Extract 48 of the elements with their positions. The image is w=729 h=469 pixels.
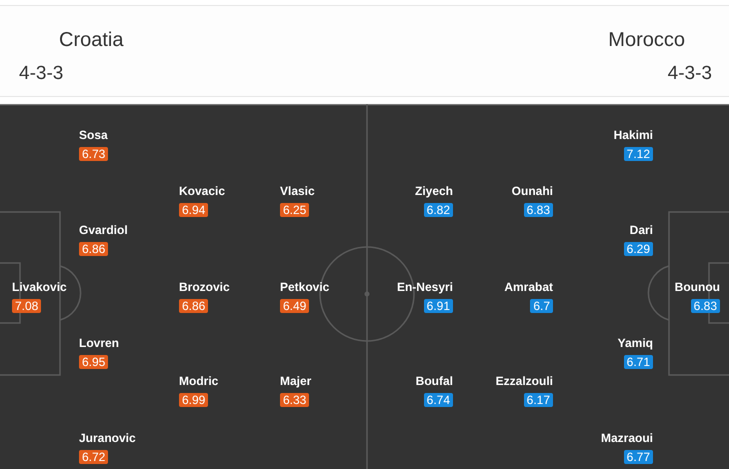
player-name: En-Nesyri [396, 279, 453, 295]
team-name: Morocco [608, 28, 685, 52]
player-name: Majer [280, 373, 312, 389]
player-name: Boufal [416, 373, 453, 389]
player-name: Dari [630, 222, 653, 238]
rating-badge: 6.71 [624, 355, 653, 369]
rating-badge: 6.25 [280, 203, 310, 217]
formation-label: 4-3-3 [19, 62, 64, 86]
rating-badge: 6.95 [79, 355, 108, 369]
player-name: Bounou [674, 279, 720, 295]
rating-badge: 6.83 [690, 299, 720, 313]
player-name: Ounahi [512, 183, 553, 199]
formation-label: 4-3-3 [668, 62, 712, 86]
player-name: Livakovic [12, 279, 67, 295]
rating-badge: 6.7 [530, 299, 553, 313]
rating-badge: 6.86 [179, 299, 208, 313]
rating-badge: 6.33 [280, 393, 310, 407]
player-name: Yamiq [618, 335, 653, 351]
player-name: Mazraoui [600, 430, 653, 446]
player-name: Ezzalzouli [496, 373, 553, 389]
rating-badge: 6.74 [424, 393, 453, 407]
player-name: Gvardiol [79, 222, 128, 238]
rating-badge: 6.77 [624, 450, 653, 464]
player-name: Juranovic [79, 430, 136, 446]
player-name: Ziyech [414, 183, 453, 199]
rating-badge: 6.83 [524, 203, 553, 217]
rating-badge: 6.91 [424, 299, 453, 313]
player-name: Vlasic [280, 183, 315, 199]
player-name: Hakimi [614, 127, 653, 143]
rating-badge: 6.82 [424, 203, 453, 217]
rating-badge: 6.29 [624, 242, 653, 256]
rating-badge: 7.08 [12, 299, 42, 313]
rating-badge: 6.73 [79, 147, 108, 161]
rating-badge: 6.72 [79, 450, 108, 464]
player-name: Brozovic [179, 279, 230, 295]
rating-badge: 6.94 [179, 203, 208, 217]
rating-badge: 6.86 [79, 242, 108, 256]
rating-badge: 6.99 [179, 393, 208, 407]
player-name: Kovacic [179, 183, 226, 199]
player-name: Modric [179, 373, 218, 389]
rating-badge: 6.17 [524, 393, 553, 407]
player-name: Lovren [79, 335, 120, 351]
team-name: Croatia [59, 28, 124, 52]
player-name: Sosa [79, 127, 108, 143]
rating-badge: 7.12 [624, 147, 653, 161]
player-name: Petkovic [280, 279, 330, 295]
rating-badge: 6.49 [280, 299, 310, 313]
player-name: Amrabat [504, 279, 553, 295]
